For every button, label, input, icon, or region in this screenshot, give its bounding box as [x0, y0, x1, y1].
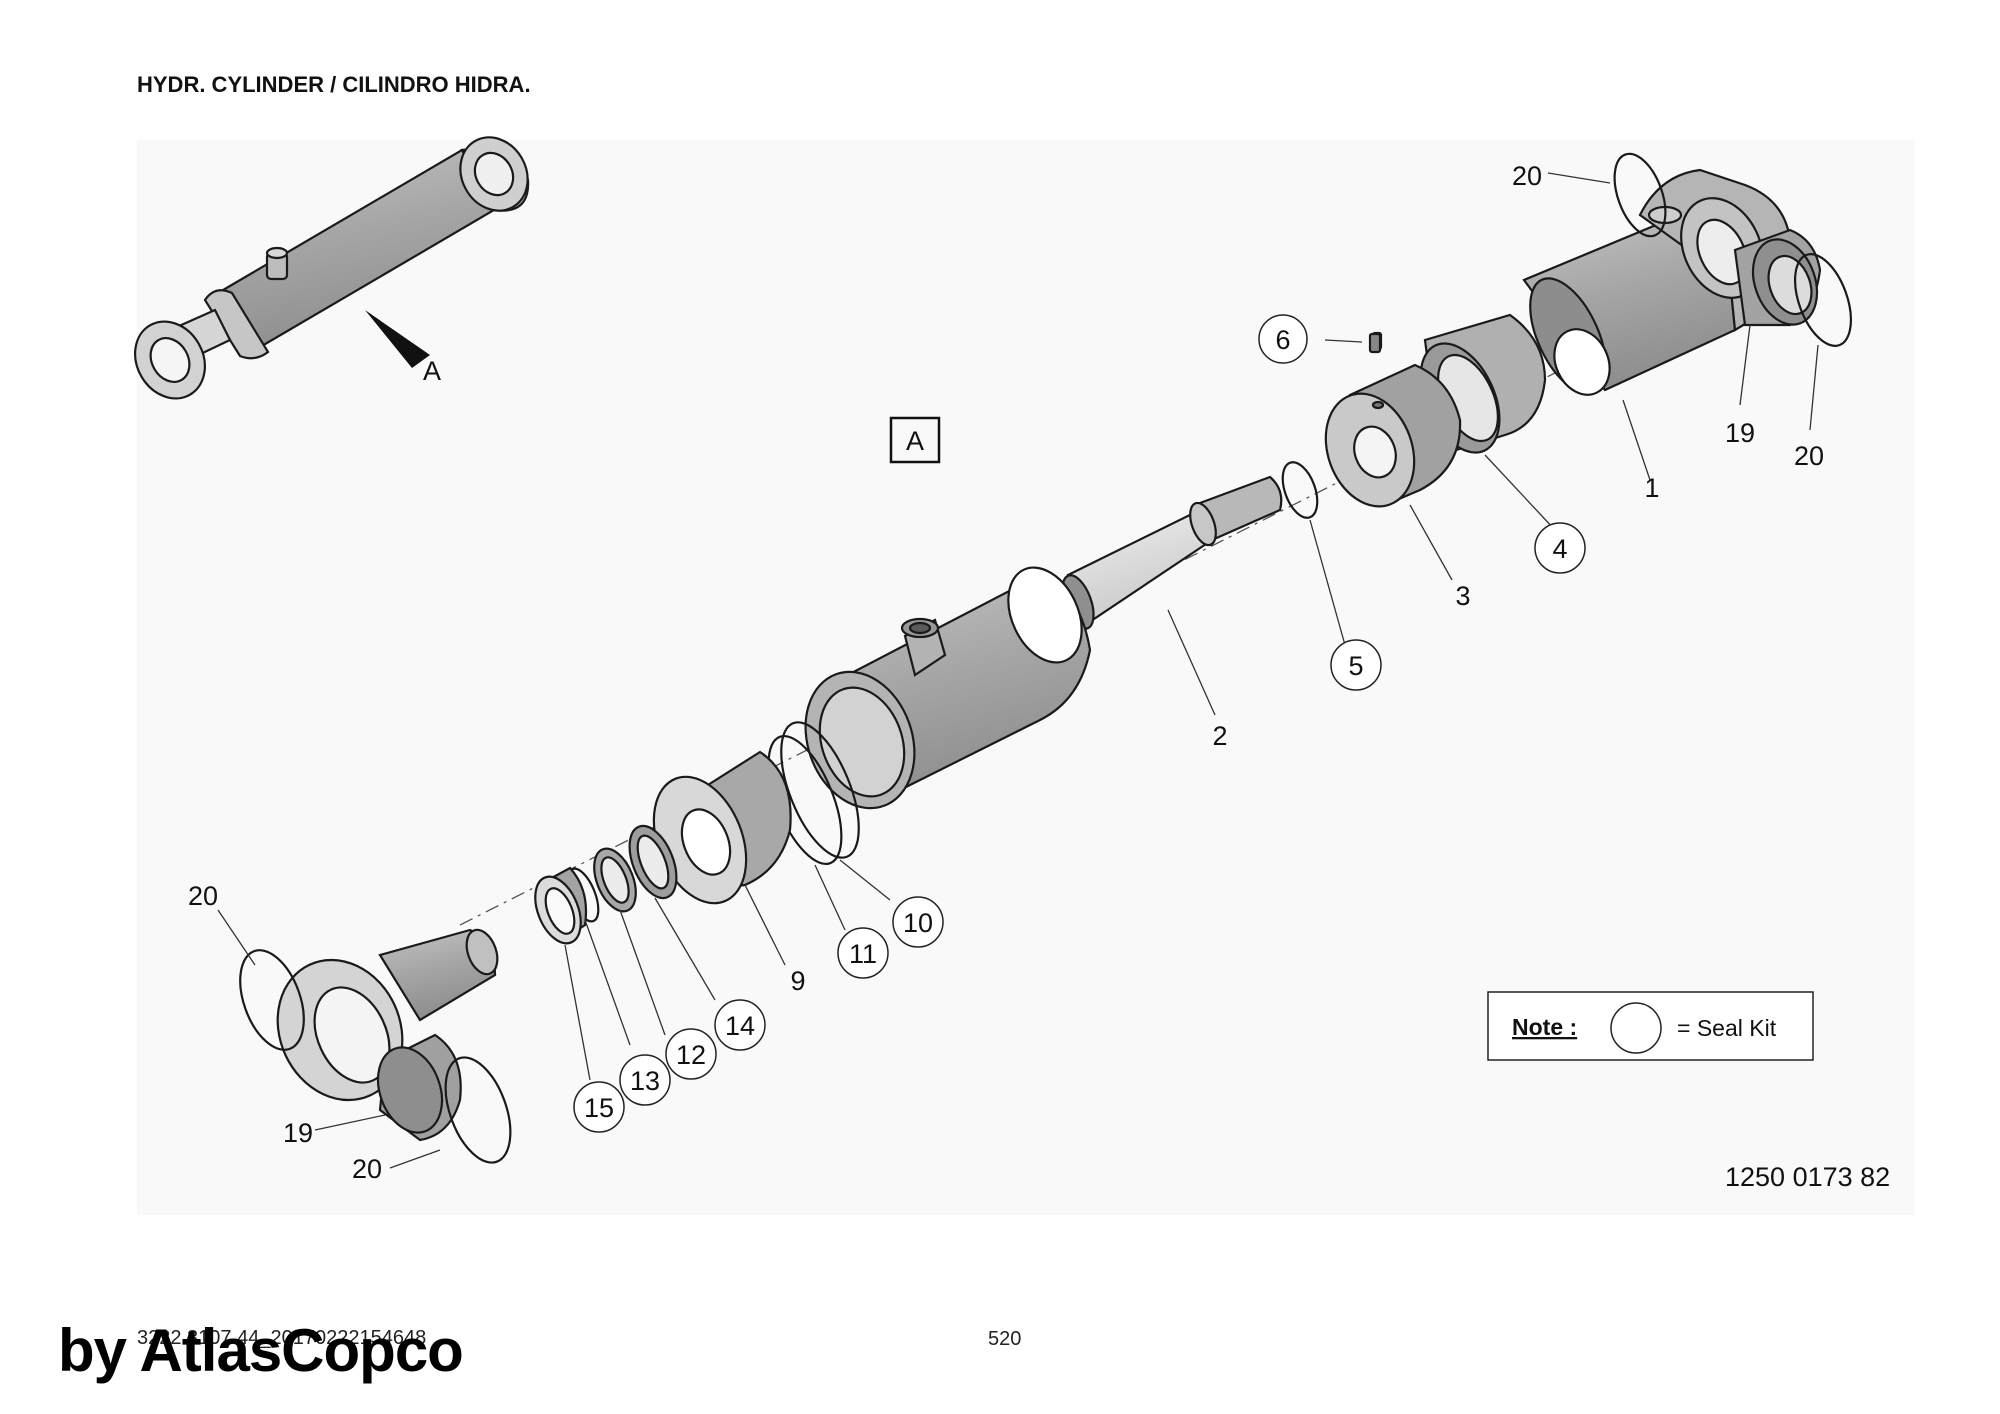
callout-2: 2: [1212, 721, 1227, 751]
drawing-number: 1250 0173 82: [1725, 1162, 1890, 1192]
document-id: 3222 3107 44_20170222154648: [137, 1327, 427, 1349]
watermark: by AtlasCopco: [58, 1317, 464, 1384]
part-20-snap-ring-left: [239, 949, 305, 1051]
callout-19-top: 19: [1725, 418, 1755, 448]
part-20-snap-ring-bottom: [444, 1056, 512, 1164]
view-a-label: A: [906, 426, 924, 456]
part-2-piston-rod: [1061, 475, 1283, 630]
callout-4: 4: [1552, 534, 1567, 564]
callout-1: 1: [1644, 473, 1659, 503]
callout-14: 14: [725, 1011, 755, 1041]
callout-20-left: 20: [188, 881, 218, 911]
view-arrow-label: A: [423, 356, 441, 386]
part-20-snap-ring-right: [1794, 253, 1852, 347]
callout-11: 11: [849, 939, 877, 969]
part-9-cylinder-head: [652, 750, 792, 905]
page-title: HYDR. CYLINDER / CILINDRO HIDRA.: [137, 72, 531, 97]
cylinder-tube: [804, 566, 1092, 810]
callout-20-bottom: 20: [352, 1154, 382, 1184]
seal-kit-note: Note : = Seal Kit: [1487, 991, 1814, 1061]
part-20-snap-ring-top: [1613, 152, 1667, 238]
callout-6: 6: [1275, 325, 1290, 355]
view-a-marker: A: [889, 416, 941, 464]
seal-kit-circle-symbol: [1610, 1002, 1662, 1054]
callout-5: 5: [1348, 651, 1363, 681]
callout-20-top: 20: [1512, 161, 1542, 191]
note-label: Note :: [1512, 1014, 1577, 1040]
part-5-o-ring: [1281, 461, 1319, 519]
base-eye-end: [276, 928, 499, 1142]
callout-15: 15: [584, 1093, 614, 1123]
callout-13: 13: [630, 1066, 660, 1096]
part-1-rod-eye: [1522, 168, 1822, 396]
callout-10: 10: [903, 908, 933, 938]
callout-12: 12: [676, 1040, 706, 1070]
assembled-cylinder-overview: A: [134, 136, 530, 400]
part-6-set-screw: [1368, 332, 1382, 354]
part-3-piston: [1324, 331, 1462, 508]
seal-kit-callouts: 6 4 5 10 11 14 12 13 15: [573, 314, 1586, 1133]
callout-9: 9: [790, 966, 805, 996]
callout-20-right: 20: [1794, 441, 1824, 471]
part-10-o-ring: [780, 721, 860, 859]
note-text: = Seal Kit: [1677, 1015, 1777, 1041]
view-arrow-icon: [365, 310, 430, 368]
callout-19-bottom: 19: [283, 1118, 313, 1148]
page-number: 520: [988, 1328, 1022, 1350]
leader-lines: [217, 172, 1819, 1169]
callout-3: 3: [1455, 581, 1470, 611]
